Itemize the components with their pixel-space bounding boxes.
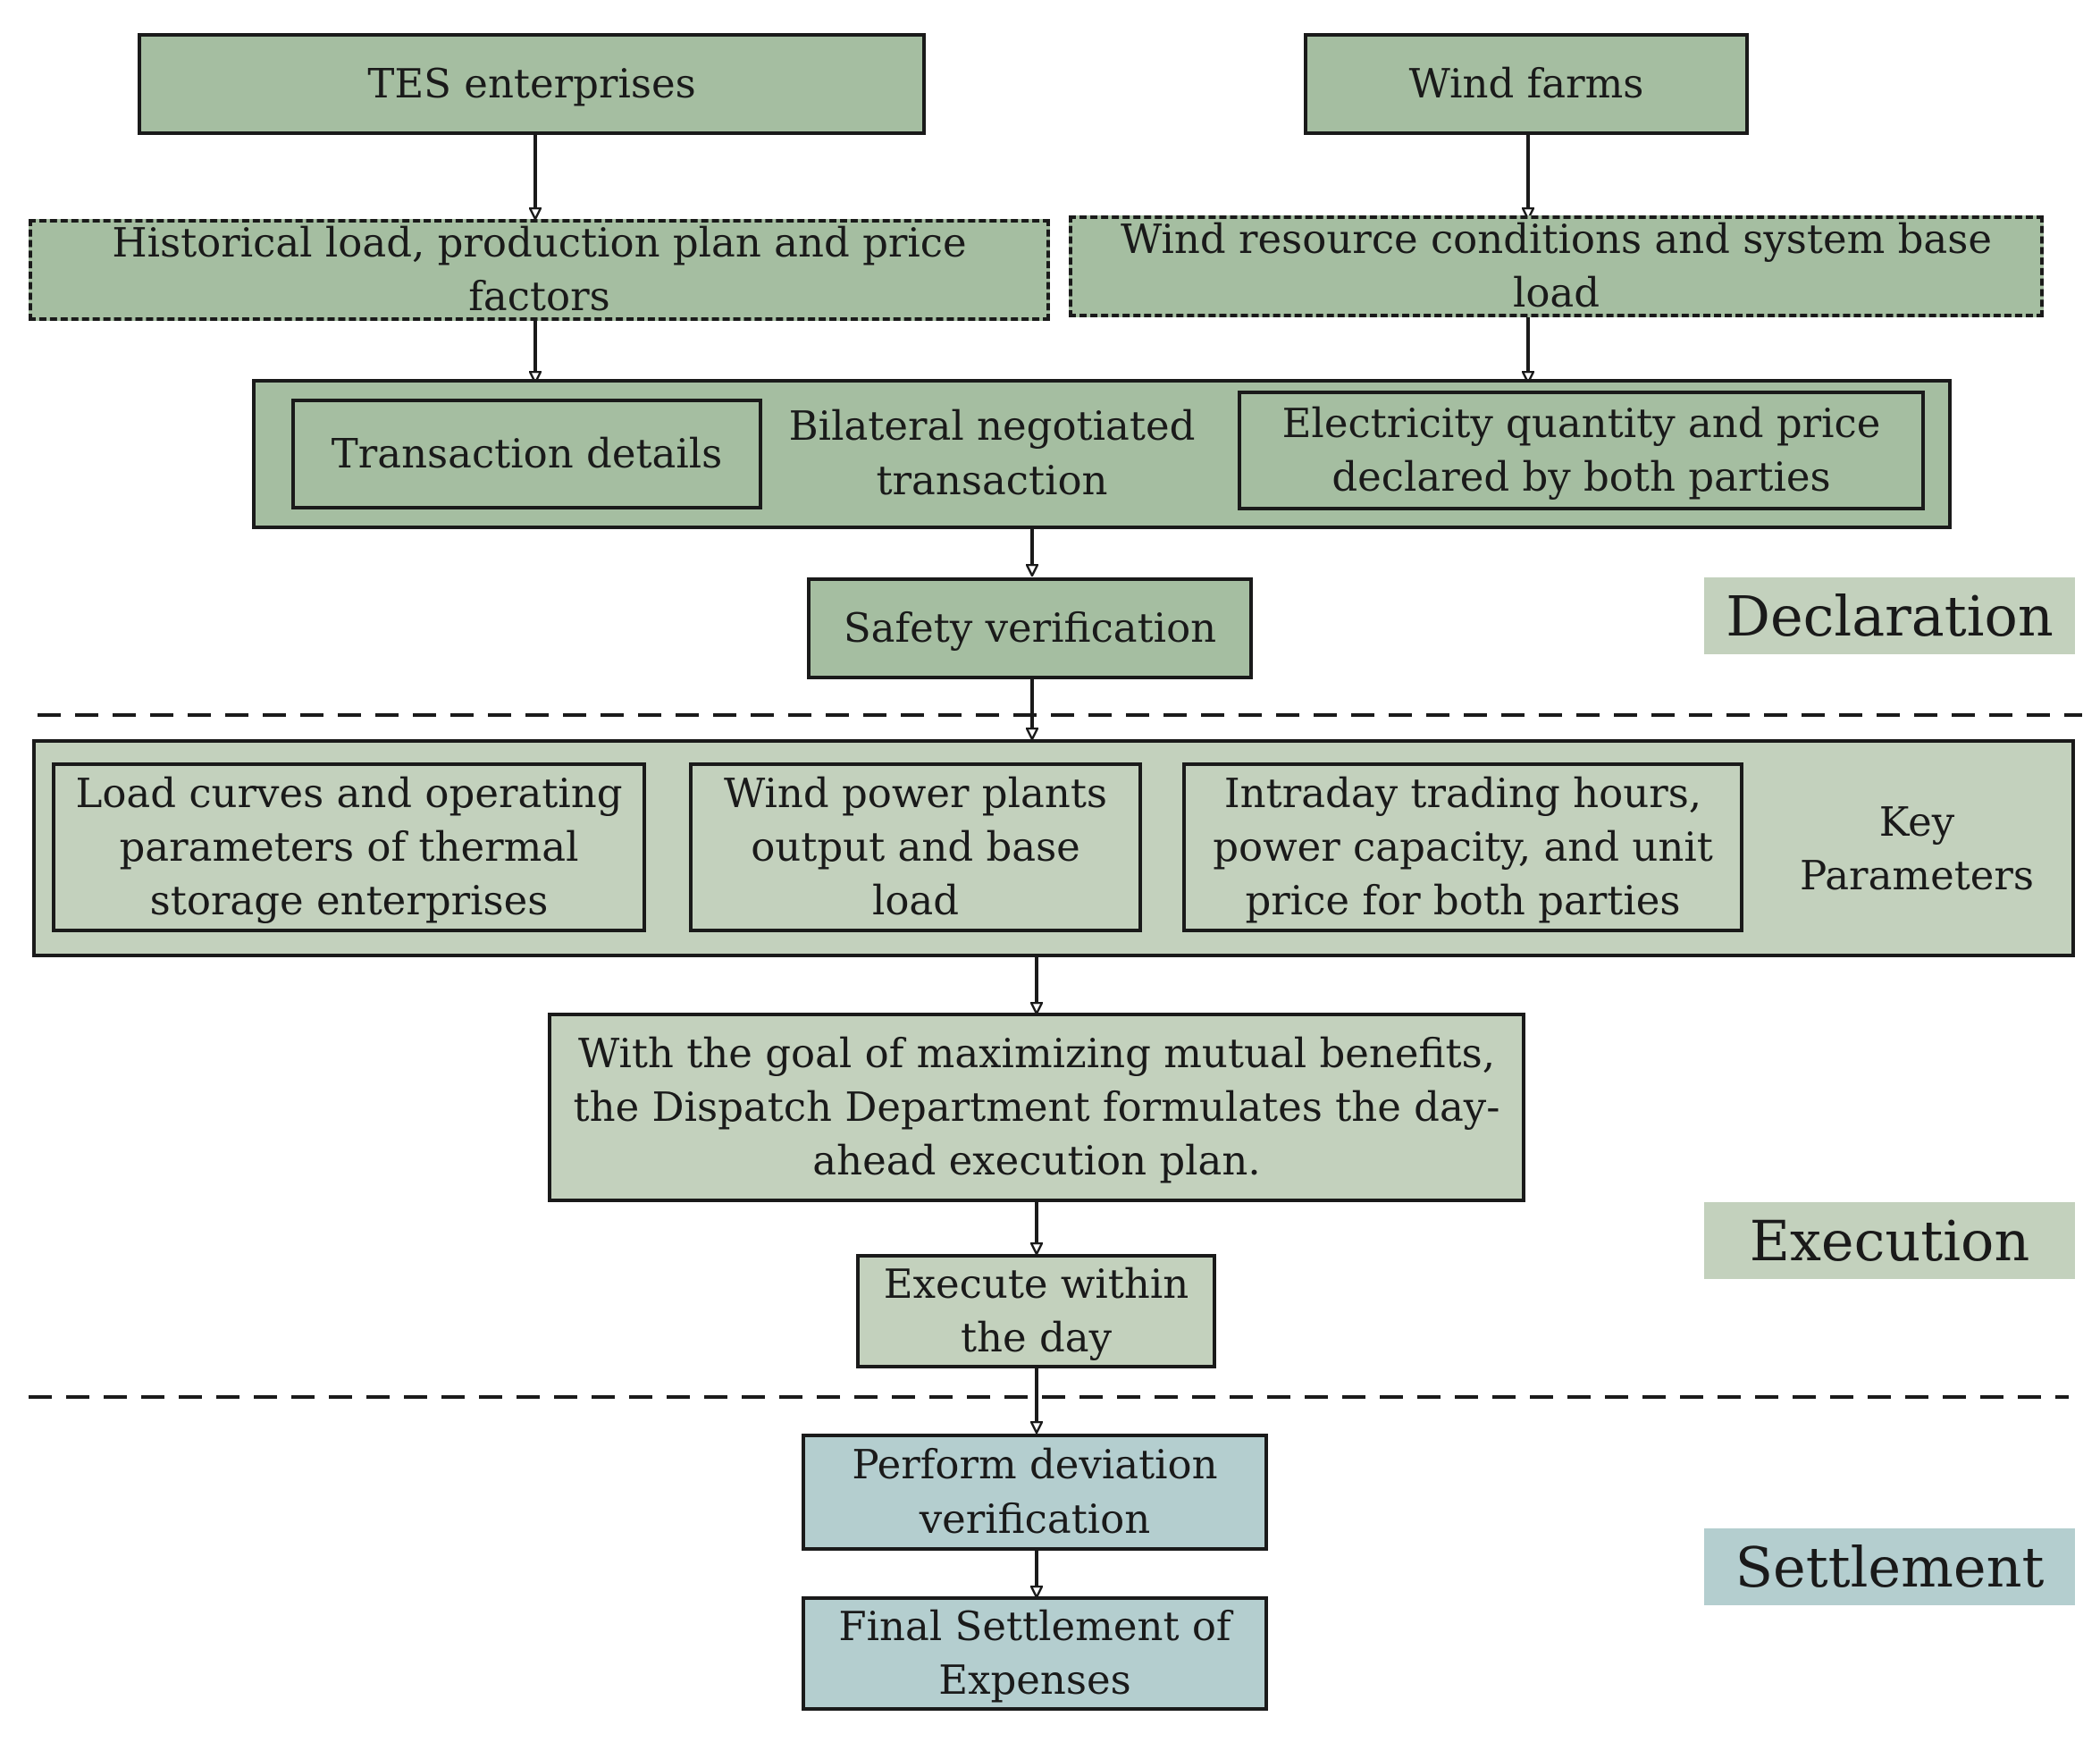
tes-factors-label: Historical load, production plan and pri… — [112, 218, 967, 320]
transaction-details-label: Transaction details — [331, 429, 723, 477]
wind-farms-box: Wind farms — [1304, 33, 1749, 135]
bilateral-transaction-label-wrap: Bilateral negotiated transaction — [777, 393, 1206, 514]
declared-quantity-price-label: Electricity quantity and price declared … — [1281, 399, 1881, 501]
final-settlement-label: Final Settlement of Expenses — [838, 1602, 1231, 1704]
deviation-verification-label: Perform deviation verification — [852, 1441, 1218, 1543]
load-curves-label: Load curves and operating parameters of … — [75, 769, 623, 925]
stage-execution-label: Execution — [1704, 1202, 2075, 1279]
intraday-trading-box: Intraday trading hours, power capacity, … — [1182, 762, 1743, 932]
transaction-details-box: Transaction details — [291, 399, 762, 509]
stage-declaration-label: Declaration — [1704, 577, 2075, 654]
wind-output-label: Wind power plants output and base load — [724, 769, 1107, 925]
key-parameters-label: Key Parameters — [1799, 797, 2035, 899]
tes-enterprises-box: TES enterprises — [138, 33, 926, 135]
wind-output-box: Wind power plants output and base load — [689, 762, 1142, 932]
deviation-verification-box: Perform deviation verification — [802, 1434, 1268, 1551]
tes-factors-box: Historical load, production plan and pri… — [29, 219, 1050, 321]
tes-enterprises-label: TES enterprises — [367, 59, 696, 107]
load-curves-box: Load curves and operating parameters of … — [52, 762, 646, 932]
execute-within-day-box: Execute within the day — [856, 1254, 1216, 1368]
dispatch-plan-label: With the goal of maximizing mutual benef… — [573, 1029, 1500, 1185]
key-parameters-label-wrap: Key Parameters — [1769, 778, 2064, 921]
wind-factors-label: Wind resource conditions and system base… — [1121, 215, 1992, 316]
stage-execution-text: Execution — [1749, 1208, 2030, 1274]
execute-within-day-label: Execute within the day — [883, 1259, 1189, 1361]
intraday-trading-label: Intraday trading hours, power capacity, … — [1213, 769, 1713, 925]
bilateral-transaction-label: Bilateral negotiated transaction — [788, 402, 1196, 504]
wind-factors-box: Wind resource conditions and system base… — [1069, 215, 2044, 317]
stage-settlement-text: Settlement — [1735, 1534, 2045, 1600]
wind-farms-label: Wind farms — [1408, 59, 1644, 107]
safety-verification-box: Safety verification — [807, 577, 1253, 679]
safety-verification-label: Safety verification — [843, 603, 1217, 652]
stage-settlement-label: Settlement — [1704, 1528, 2075, 1605]
declared-quantity-price-box: Electricity quantity and price declared … — [1238, 391, 1925, 510]
stage-declaration-text: Declaration — [1726, 583, 2054, 649]
dispatch-plan-box: With the goal of maximizing mutual benef… — [548, 1013, 1525, 1202]
final-settlement-box: Final Settlement of Expenses — [802, 1596, 1268, 1711]
